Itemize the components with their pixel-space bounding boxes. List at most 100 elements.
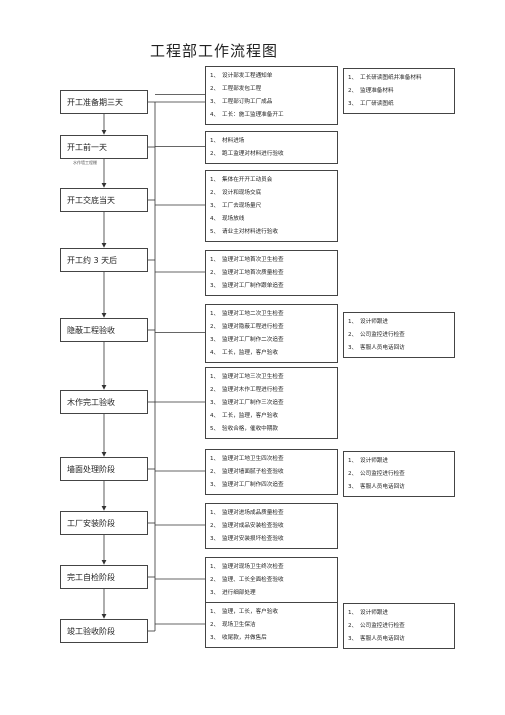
item-number: 3、 [210,635,220,641]
item-text: 监理、工长全面检查验收 [222,577,284,583]
item-text: 监理准备材料 [360,88,394,94]
item-text: 监理对工厂制作四次追查 [222,482,284,488]
item-number: 1、 [210,456,220,462]
item-text: 监理对工地二次卫生检查 [222,311,284,317]
item-number: 2、 [210,387,220,393]
item-number: 2、 [348,332,358,338]
item-text: 公司监控进行检查 [360,623,405,629]
task-item: 1、材料进场 [210,135,333,148]
task-item: 3、监理对工厂制作跟单追查 [210,280,333,293]
item-number: 4、 [210,413,220,419]
item-text: 设计师跟进 [360,458,388,464]
item-number: 1、 [210,177,220,183]
item-number: 1、 [210,374,220,380]
item-number: 3、 [210,337,220,343]
item-number: 1、 [210,311,220,317]
supervision-item: 2、公司监控进行检查 [348,329,450,342]
item-text: 设计部发工程通知单 [222,73,273,79]
item-text: 监理对隐蔽工程进行检查 [222,324,284,330]
item-number: 1、 [348,319,358,325]
item-number: 4、 [210,112,220,118]
item-number: 1、 [210,609,220,615]
task-item: 2、监理对墙面腻子检查验收 [210,466,333,479]
supervision-item: 2、公司监控进行检查 [348,468,450,481]
item-number: 4、 [210,350,220,356]
item-number: 3、 [348,345,358,351]
stage-box: 木作完工验收 [60,390,148,414]
task-item: 3、监理对工厂制作二次追查 [210,334,333,347]
task-item: 4、工长，监理，客户验收 [210,347,333,360]
item-number: 1、 [210,564,220,570]
item-number: 4、 [210,216,220,222]
task-item: 3、监理对工厂制作四次追查 [210,479,333,492]
item-text: 进行细部处理 [222,590,256,596]
item-number: 5、 [210,229,220,235]
task-item: 2、监理对成品安装检查验收 [210,520,333,533]
task-item: 3、工程部订购工厂成品 [210,96,333,109]
item-text: 监理对墙面腻子检查验收 [222,469,284,475]
stage-box: 开工约 3 天后 [60,248,148,272]
item-text: 工程部发包工程 [222,86,262,92]
item-number: 2、 [210,622,220,628]
task-item: 3、工厂去现场量尺 [210,200,333,213]
item-text: 监理对成品安装检查验收 [222,523,284,529]
item-number: 3、 [210,400,220,406]
item-number: 1、 [348,610,358,616]
item-number: 1、 [210,257,220,263]
item-text: 集体在开开工动员会 [222,177,273,183]
item-number: 2、 [210,86,220,92]
item-number: 3、 [348,101,358,107]
item-text: 监理对工地首次质量检查 [222,270,284,276]
stage-box: 隐蔽工程验收 [60,318,148,342]
task-item: 1、监理对现场卫生终次检查 [210,561,333,574]
item-number: 3、 [210,482,220,488]
task-item: 1、监理，工长，客户验收 [210,606,333,619]
item-text: 公司监控进行检查 [360,332,405,338]
item-text: 工长，监理，客户验收 [222,413,278,419]
item-text: 收尾款，并做售后 [222,635,267,641]
stage-box: 开工前一天 [60,135,148,159]
item-number: 1、 [210,510,220,516]
item-number: 2、 [210,190,220,196]
stage-box: 墙面处理阶段 [60,457,148,481]
supervision-item: 1、设计师跟进 [348,455,450,468]
item-number: 2、 [210,523,220,529]
task-item: 2、设计和现场交底 [210,187,333,200]
supervision-item: 1、工长研读图纸并准备材料 [348,72,450,85]
item-number: 2、 [348,471,358,477]
item-text: 客服人员电话回访 [360,636,405,642]
task-item: 2、监理对工地首次质量检查 [210,267,333,280]
item-text: 现场卫生保洁 [222,622,256,628]
item-text: 公司监控进行检查 [360,471,405,477]
item-text: 设计师跟进 [360,610,388,616]
task-item: 1、监理对工地二次卫生检查 [210,308,333,321]
stage-box: 开工交底当天 [60,188,148,212]
task-item: 3、监理对安装损坏检查验收 [210,533,333,546]
item-number: 1、 [348,75,358,81]
item-number: 1、 [210,138,220,144]
task-item: 2、监理、工长全面检查验收 [210,574,333,587]
supervision-item: 1、设计师跟进 [348,607,450,620]
item-number: 2、 [210,577,220,583]
task-item: 4、工长，监理，客户验收 [210,410,333,423]
item-number: 3、 [210,283,220,289]
task-item: 1、集体在开开工动员会 [210,174,333,187]
task-item: 2、监理对隐蔽工程进行检查 [210,321,333,334]
task-item: 3、进行细部处理 [210,587,333,600]
task-item: 3、收尾款，并做售后 [210,632,333,645]
item-text: 请业主对材料进行验收 [222,229,278,235]
item-number: 2、 [210,324,220,330]
item-number: 2、 [210,469,220,475]
supervision-item: 2、公司监控进行检查 [348,620,450,633]
